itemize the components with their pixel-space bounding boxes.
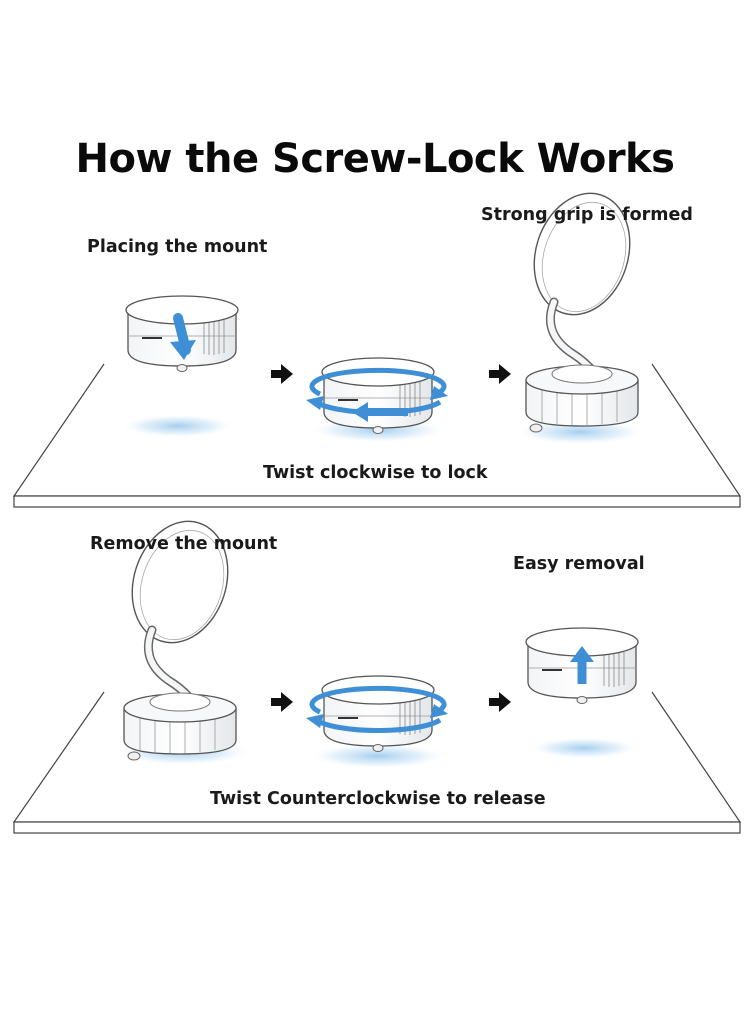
right-arrow-icon [271,692,293,712]
caption-lock: Twist clockwise to lock [263,463,488,483]
right-arrow-icon [489,692,511,712]
step-label-remove: Remove the mount [90,534,278,554]
right-arrow-icon [271,364,293,384]
mount-removed [525,627,639,705]
glow-shadow [528,737,640,759]
caption-release: Twist Counterclockwise to release [210,789,546,809]
direction-arrow-icon [570,646,594,662]
glow-shadow [120,414,236,438]
page-title: How the Screw-Lock Works [75,136,675,182]
mount-locking [306,357,448,435]
step-label-easy-removal: Easy removal [513,554,645,574]
mount-placing [125,295,239,373]
glow-shadow [514,419,646,445]
glow-shadow [308,743,448,769]
direction-arrow-icon [170,340,196,360]
bottom-surface [12,691,742,834]
step-label-placing: Placing the mount [87,237,268,257]
right-arrow-icon [489,364,511,384]
step-label-strong-grip: Strong grip is formed [481,205,693,225]
mount-unlocking [306,675,448,753]
top-surface [12,363,742,508]
